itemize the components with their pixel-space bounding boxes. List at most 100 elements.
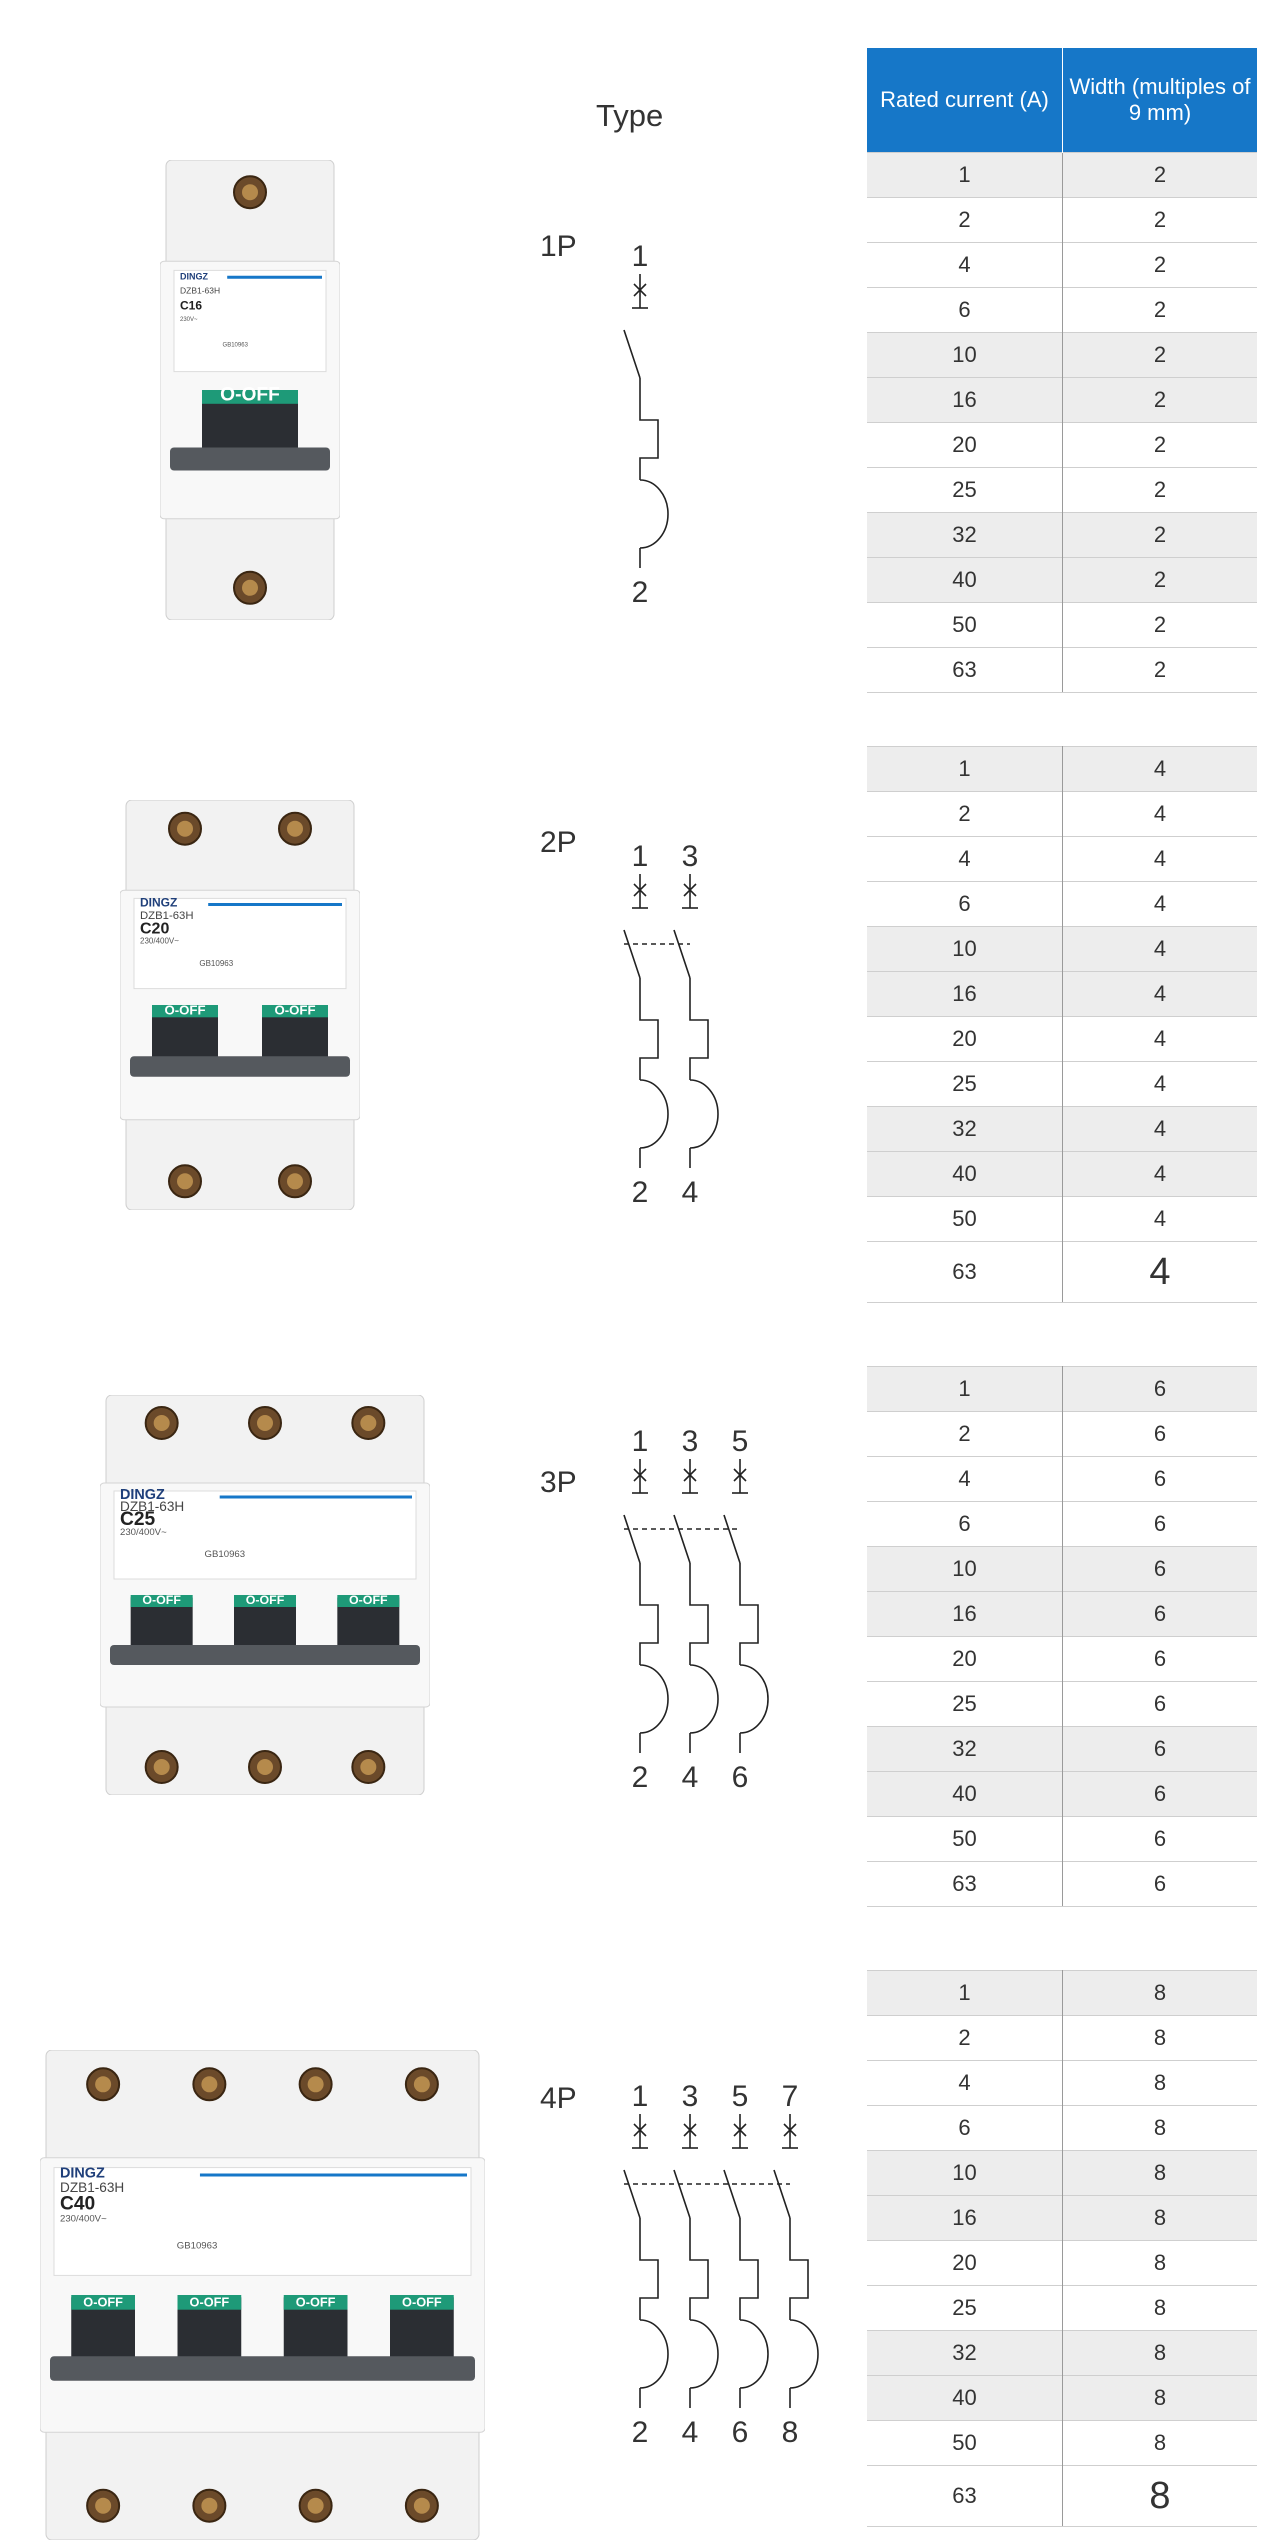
circuit-diagram-1p: 12 (623, 240, 669, 609)
cell-rated-current: 50 (867, 1816, 1063, 1862)
cell-rated-current: 16 (867, 377, 1063, 423)
model-text: DZB1-63H (140, 910, 194, 922)
terminal-label-top: 3 (682, 1425, 699, 1458)
cell-rated-current: 32 (867, 512, 1063, 558)
terminal-label-top: 1 (632, 240, 649, 273)
cell-rated-current: 4 (867, 2060, 1063, 2106)
cell-rated-current: 50 (867, 602, 1063, 648)
brand-logo-text: DINGZ (120, 1487, 165, 1503)
cell-rated-current: 2 (867, 2015, 1063, 2061)
terminal-label-bottom: 6 (732, 1761, 749, 1794)
pole-label: 3P (540, 1466, 577, 1499)
cell-width: 6 (1062, 1726, 1257, 1772)
cell-width: 6 (1062, 1411, 1257, 1457)
cell-rated-current: 6 (867, 881, 1063, 927)
cell-rated-current: 50 (867, 2420, 1063, 2466)
voltage-text: 230V~ (180, 317, 198, 323)
cell-width: 2 (1062, 557, 1257, 603)
cell-width: 4 (1062, 746, 1257, 792)
cell-rated-current: 6 (867, 2105, 1063, 2151)
rating-text: C40 (60, 2193, 95, 2214)
cell-rated-current: 20 (867, 422, 1063, 468)
cell-width: 2 (1062, 512, 1257, 558)
cell-width: 4 (1062, 1196, 1257, 1242)
terminal-label-top: 3 (682, 840, 699, 873)
pole-circuit (773, 2114, 819, 2408)
terminal-label-top: 1 (632, 2080, 649, 2113)
cell-rated-current: 50 (867, 1196, 1063, 1242)
model-text: DZB1-63H (120, 1499, 184, 1514)
pole-label: 2P (540, 826, 577, 859)
cell-width: 6 (1062, 1771, 1257, 1817)
cell-width: 4 (1062, 926, 1257, 972)
cell-width: 8 (1062, 2330, 1257, 2376)
cell-width: 6 (1062, 1501, 1257, 1547)
switch-label-text: O-OFF (220, 385, 280, 406)
terminal-label-bottom: 2 (632, 1761, 649, 1794)
type-heading: Type (596, 98, 664, 133)
cell-rated-current: 40 (867, 557, 1063, 603)
cell-width: 2 (1062, 242, 1257, 288)
cell-width: 6 (1062, 1366, 1257, 1412)
cell-rated-current: 4 (867, 836, 1063, 882)
header-width: Width (multiples of 9 mm) (1062, 48, 1257, 153)
switch-label-text: O-OFF (164, 1002, 205, 1017)
cell-rated-current: 4 (867, 1456, 1063, 1502)
cell-width: 8 (1062, 2420, 1257, 2466)
cell-width: 2 (1062, 602, 1257, 648)
pole-circuit (623, 874, 669, 1168)
terminal-label-bottom: 8 (782, 2416, 799, 2449)
cell-width: 8 (1062, 2465, 1257, 2527)
cell-rated-current: 32 (867, 2330, 1063, 2376)
cell-width: 8 (1062, 2015, 1257, 2061)
cell-rated-current: 1 (867, 1366, 1063, 1412)
cell-width: 8 (1062, 2150, 1257, 2196)
pole-label: 1P (540, 230, 577, 263)
cell-rated-current: 20 (867, 1016, 1063, 1062)
terminal-label-bottom: 4 (682, 1761, 699, 1794)
terminal-label-top: 5 (732, 1425, 749, 1458)
spec-table-1p: Rated current (A)Width (multiples of 9 m… (867, 48, 1257, 693)
cell-width: 4 (1062, 836, 1257, 882)
cell-rated-current: 2 (867, 791, 1063, 837)
table-header-row: Rated current (A)Width (multiples of 9 m… (867, 48, 1257, 153)
switch-label-text: O-OFF (296, 2294, 336, 2309)
cell-rated-current: 6 (867, 287, 1063, 333)
switch-label-text: O-OFF (83, 2294, 123, 2309)
cert-text: GB10963 (177, 2240, 218, 2251)
pole-circuit (673, 2114, 719, 2408)
cell-rated-current: 40 (867, 1151, 1063, 1197)
brand-logo-text: DINGZ (140, 896, 177, 910)
brand-logo-text: DINGZ (60, 2165, 105, 2181)
cell-width: 8 (1062, 2285, 1257, 2331)
